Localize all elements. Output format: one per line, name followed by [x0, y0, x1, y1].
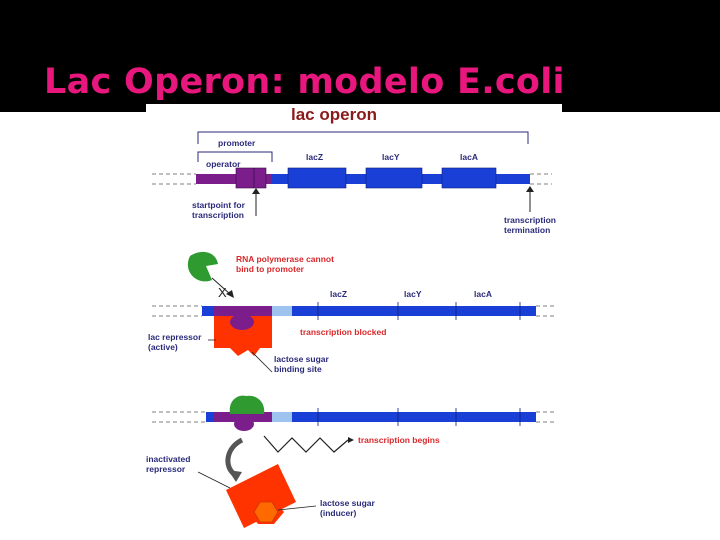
blocked-mark: X — [218, 285, 227, 300]
gene-lacy — [365, 167, 423, 189]
startpoint-label: startpoint for — [192, 200, 246, 210]
startpoint-arrowhead — [252, 188, 260, 194]
repressor-purple-site — [230, 314, 254, 330]
operator-region — [235, 167, 267, 189]
operon-bracket — [197, 131, 529, 144]
polymerase-arrow — [211, 277, 231, 295]
inactivated-label: repressor — [146, 464, 186, 474]
gene-lacz — [287, 167, 347, 189]
promoter-region — [196, 174, 272, 184]
release-arrow — [225, 437, 244, 476]
repressor-label: (active) — [148, 342, 178, 352]
slide-title: Lac Operon: modelo E.coli — [44, 62, 565, 102]
panel-operon-structure: promoter operator lacZ lacY lacA startpo… — [152, 131, 556, 235]
transcription-begins-label: transcription begins — [358, 435, 440, 445]
gene-label: lacY — [382, 152, 400, 162]
promoter-bracket — [197, 151, 273, 162]
dna-strand — [196, 174, 530, 184]
gene-label: lacZ — [330, 289, 347, 299]
release-arrowhead — [228, 470, 242, 482]
binding-site-label: lactose sugar — [274, 354, 329, 364]
binding-site-label: binding site — [274, 364, 322, 374]
inactivated-leader — [197, 471, 231, 489]
dna-strand — [206, 412, 536, 422]
startpoint-label: transcription — [192, 210, 244, 220]
panel-repressor-inactivated: transcription begins inactivated repress… — [146, 395, 556, 528]
operator-region — [272, 306, 292, 316]
mrna-arrowhead — [348, 437, 354, 443]
lac-operon-figure: lac operon promoter operator lacZ lacY l… — [146, 104, 562, 540]
promoter-region — [214, 412, 272, 422]
title-bar — [0, 0, 720, 112]
gene-label: lacY — [404, 289, 422, 299]
dna-strand — [202, 306, 536, 316]
polymerase-arrowhead — [226, 290, 234, 298]
inducer-leader — [277, 505, 317, 511]
promoter-label: promoter — [218, 138, 256, 148]
gene-label: lacA — [460, 152, 478, 162]
inducer-label: (inducer) — [320, 508, 357, 518]
transcription-blocked-label: transcription blocked — [300, 327, 386, 337]
cannot-bind-label: RNA polymerase cannot — [236, 254, 334, 264]
gene-label: lacZ — [306, 152, 323, 162]
rna-polymerase-bound — [229, 395, 265, 414]
termination-label: termination — [504, 225, 550, 235]
repressor-label: lac repressor — [148, 332, 202, 342]
termination-arrowhead — [526, 186, 534, 192]
gene-laca — [441, 167, 497, 189]
operator-region — [272, 412, 292, 422]
rna-polymerase — [187, 251, 218, 282]
termination-label: transcription — [504, 215, 556, 225]
mrna-transcript — [263, 435, 349, 453]
gene-label: lacA — [474, 289, 492, 299]
inactivated-label: inactivated — [146, 454, 190, 464]
operator-label: operator — [206, 159, 241, 169]
cannot-bind-label: bind to promoter — [236, 264, 305, 274]
lactose-inducer — [253, 501, 279, 523]
lac-operon-diagram: lac operon promoter operator lacZ lacY l… — [146, 105, 556, 528]
panel-repressor-active: X RNA polymerase cannot bind to promoter… — [148, 251, 556, 374]
inactivated-repressor — [226, 464, 296, 528]
promoter-region — [214, 306, 272, 316]
lac-repressor-active — [214, 316, 272, 356]
polymerase-purple-site — [234, 417, 254, 431]
binding-site-leader — [251, 351, 273, 373]
figure-title: lac operon — [291, 105, 377, 124]
inducer-label: lactose sugar — [320, 498, 375, 508]
